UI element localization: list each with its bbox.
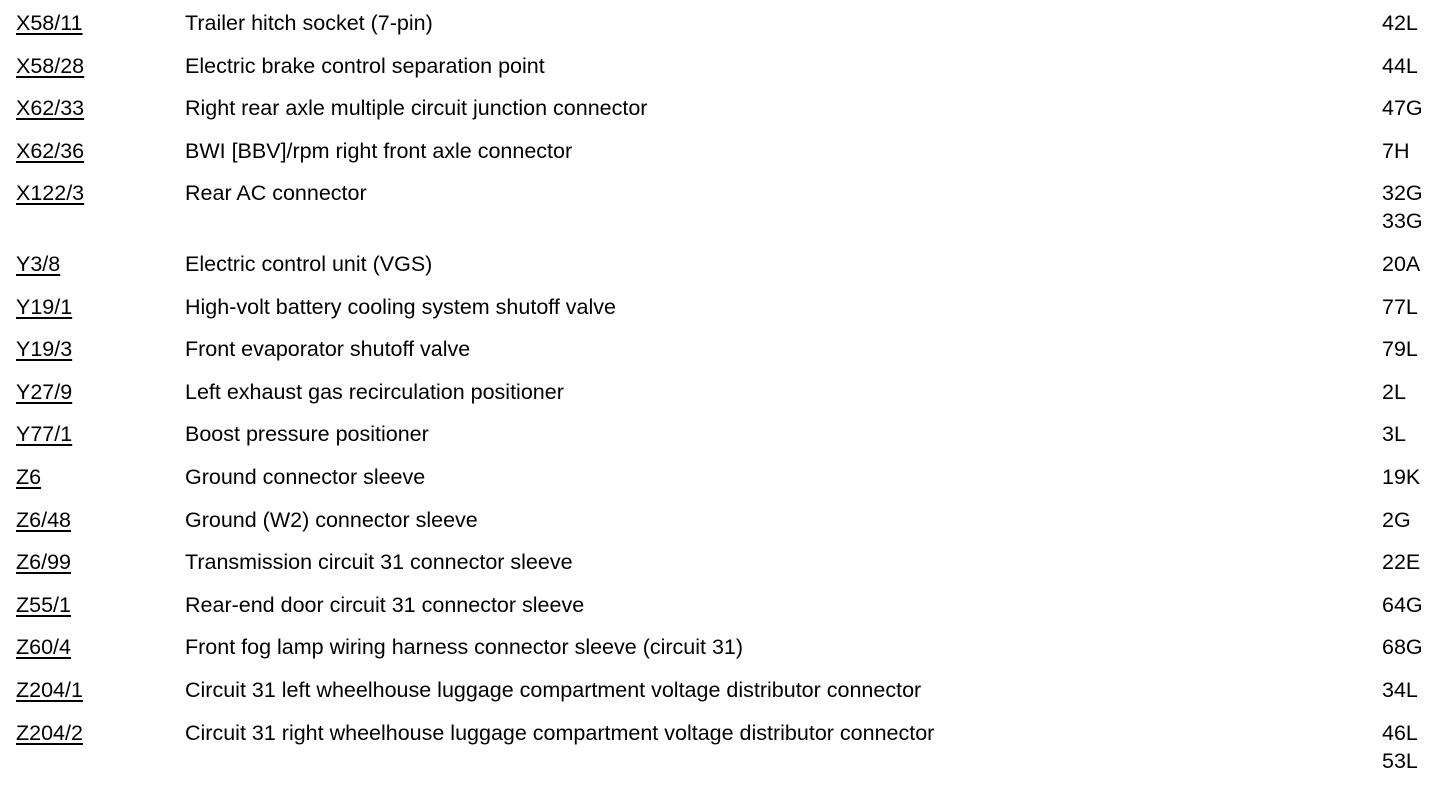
component-code-link[interactable]: X58/11 [16,11,83,35]
component-description: Rear AC connector [185,181,367,206]
component-code-link[interactable]: Z6 [16,465,42,489]
grid-location-cell: 20A [1382,250,1420,278]
component-description: Trailer hitch socket (7-pin) [185,11,433,35]
component-description: Rear-end door circuit 31 connector sleev… [185,592,585,617]
grid-location: 53L [1382,748,1418,773]
grid-location: 64G [1382,592,1423,617]
component-code-link[interactable]: X122/3 [16,181,85,206]
component-code-link[interactable]: Y27/9 [16,379,73,404]
grid-location-cell: 64G [1382,591,1423,619]
component-code-link[interactable]: Y19/1 [16,294,73,319]
grid-location: 2L [1382,379,1406,404]
grid-location-cell: 79L [1382,335,1418,363]
grid-location-cell: 68G [1382,633,1423,661]
component-code-link[interactable]: X62/33 [16,96,85,121]
component-code-link[interactable]: Y3/8 [16,252,61,276]
component-description: Circuit 31 right wheelhouse luggage comp… [185,720,935,745]
grid-location-cell: 22E [1382,548,1420,576]
grid-location: 42L [1382,11,1418,35]
component-code-link[interactable]: Z60/4 [16,635,71,660]
component-description: Front fog lamp wiring harness connector … [185,635,744,660]
grid-location: 22E [1382,550,1421,575]
component-description: Ground connector sleeve [185,465,426,489]
grid-location: 44L [1382,53,1418,78]
component-description: Ground (W2) connector sleeve [185,507,478,532]
grid-location: 2G [1382,507,1411,532]
component-code-link[interactable]: Z204/1 [16,678,83,702]
component-description: Right rear axle multiple circuit junctio… [185,96,648,121]
grid-location: 68G [1382,635,1423,660]
component-code-link[interactable]: Z6/48 [16,507,71,532]
component-description: Boost pressure positioner [185,422,429,447]
component-description: Electric control unit (VGS) [185,252,433,276]
grid-location-cell: 2G [1382,506,1411,534]
grid-location: 20A [1382,252,1421,276]
grid-location: 33G [1382,209,1423,234]
component-code-link[interactable]: Z55/1 [16,592,71,617]
component-description: Front evaporator shutoff valve [185,337,471,362]
component-code-link[interactable]: X62/36 [16,138,85,163]
grid-location: 32G [1382,181,1423,206]
component-description: High-volt battery cooling system shutoff… [185,294,616,319]
component-code-link[interactable]: Z204/2 [16,720,83,745]
component-description: Circuit 31 left wheelhouse luggage compa… [185,678,922,702]
grid-location-cell: 44L [1382,52,1418,80]
grid-location-cell: 42L [1382,9,1418,37]
grid-location-cell: 34L [1382,676,1418,704]
grid-location: 77L [1382,294,1418,319]
component-description: Transmission circuit 31 connector sleeve [185,550,573,575]
grid-location-cell: 19K [1382,463,1420,491]
grid-location-cell: 2L [1382,378,1406,406]
grid-location: 46L [1382,720,1418,745]
grid-location-cell: 77L [1382,293,1418,321]
component-description: BWI [BBV]/rpm right front axle connector [185,138,573,163]
component-description: Left exhaust gas recirculation positione… [185,379,564,404]
grid-location: 47G [1382,96,1423,121]
grid-location: 19K [1382,465,1421,489]
component-code-link[interactable]: Y19/3 [16,337,73,362]
component-description: Electric brake control separation point [185,53,545,78]
component-code-link[interactable]: Y77/1 [16,422,73,447]
grid-location-cell: 7H [1382,137,1409,165]
grid-location: 34L [1382,678,1418,702]
component-code-link[interactable]: X58/28 [16,53,85,78]
grid-location: 3L [1382,422,1406,447]
grid-location-cell: 3L [1382,420,1406,448]
grid-location: 7H [1382,138,1410,163]
grid-location: 79L [1382,337,1418,362]
component-code-link[interactable]: Z6/99 [16,550,71,575]
grid-location-cell: 47G [1382,94,1423,122]
